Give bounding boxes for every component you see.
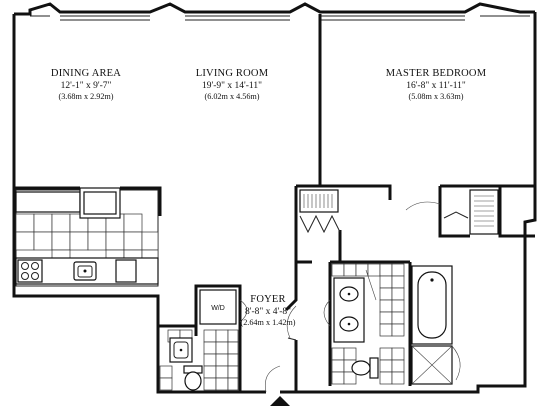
dining-area-dimensions: 12'-1" x 9'-7" [61,81,112,91]
foyer-doors [265,305,297,393]
master-bath [323,263,461,385]
label-dining: DINING AREA 12'-1" x 9'-7" (3.68m x 2.92… [51,68,121,101]
master-bedroom-dimensions: 16'-8" x 11'-11" [406,81,466,91]
master-bedroom-dimensions-metric: (5.08m x 3.63m) [408,92,463,101]
sink-icon [169,337,193,363]
kitchen [15,187,159,287]
living-room-name: LIVING ROOM [196,68,269,79]
foyer-dimensions-metric: (2.64m x 1.42m) [240,318,295,327]
foyer-name: FOYER [250,294,285,305]
stove-icon [17,259,43,283]
living-room-dimensions: 19'-9" x 14'-11" [202,81,262,91]
sink-icon [339,316,359,332]
entry-arrow-icon [270,396,290,406]
dining-area-name: DINING AREA [51,68,121,79]
label-foyer: FOYER 8'-8" x 4'-8" (2.64m x 1.42m) [240,294,295,327]
dining-area-dimensions-metric: (3.68m x 2.92m) [58,92,113,101]
label-master: MASTER BEDROOM 16'-8" x 11'-11" (5.08m x… [386,68,487,101]
master-bath-tiles [331,263,405,385]
sink-icon [73,261,97,281]
washer-dryer-label: W/D [211,305,225,312]
label-living: LIVING ROOM 19'-9" x 14'-11" (6.02m x 4.… [196,68,269,101]
hall-closet [299,189,341,234]
bathtub-icon [411,265,453,345]
closet-rod-icon [303,194,333,208]
sink-icon [339,286,359,302]
powder-bath-tiles [159,329,239,391]
toilet-icon [351,357,379,379]
shower-icon [411,345,461,385]
master-bedroom-name: MASTER BEDROOM [386,68,487,79]
toilet-icon [183,365,203,391]
powder-bath [159,329,239,391]
living-room-dimensions-metric: (6.02m x 4.56m) [204,92,259,101]
bedroom-closet [405,189,499,235]
washer-dryer-closet: W/D [199,289,248,325]
foyer-dimensions: 8'-8" x 4'-8" [245,307,291,317]
windows [30,15,530,21]
interior-walls [14,14,535,392]
